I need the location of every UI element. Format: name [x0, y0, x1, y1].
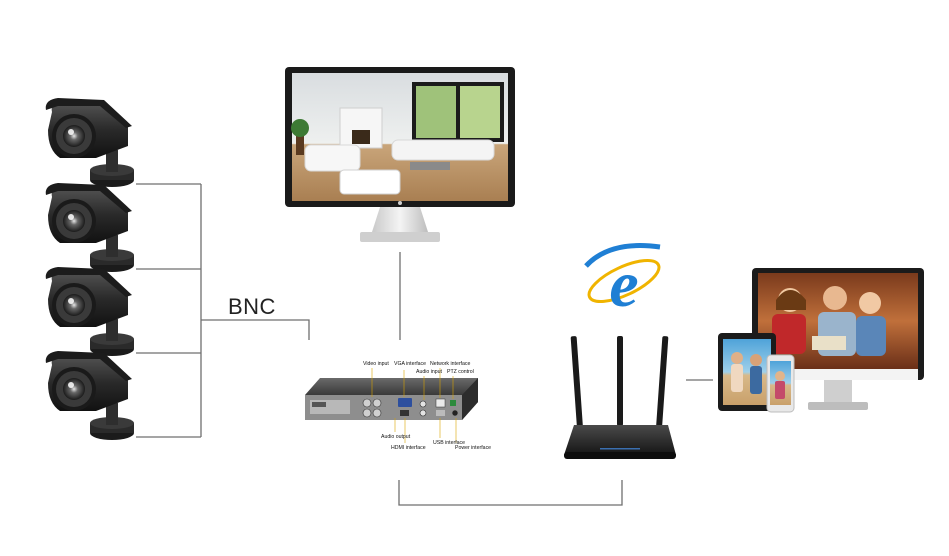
router-antenna-left: [571, 336, 583, 428]
dvr-hdmi-port: [400, 410, 409, 416]
svg-text:e: e: [609, 248, 638, 321]
bnc-label: BNC: [228, 294, 276, 320]
callout-ptz-control: PTZ control: [447, 369, 474, 375]
callout-hdmi-interface: HDMI interface: [391, 445, 426, 451]
dvr-usb-port: [436, 410, 445, 416]
security-camera-2: [46, 183, 134, 272]
dvr-power-port: [452, 410, 458, 416]
tablet-screen-photo: [723, 339, 771, 405]
callout-audio-output: Audio output: [381, 434, 411, 440]
security-camera-3: [46, 267, 134, 356]
monitor: [285, 67, 515, 242]
security-camera-4: [46, 351, 134, 440]
internet-explorer-icon: e: [584, 246, 665, 321]
callout-vga-interface: VGA interface: [394, 361, 426, 367]
smartphone: [767, 355, 794, 412]
dvr-network-port: [436, 399, 445, 407]
dvr-to-router-line: [399, 480, 622, 505]
callout-audio-input: Audio input: [416, 369, 443, 375]
wifi-router: [564, 336, 676, 459]
callout-power-interface: Power interface: [455, 445, 491, 451]
router-antenna-right: [656, 336, 668, 428]
router-antenna-middle: [617, 336, 623, 426]
dvr-recorder: Video input VGA interface Network interf…: [305, 361, 491, 451]
dvr-vga-port: [398, 398, 412, 407]
bnc-to-dvr-line: [201, 320, 309, 340]
security-camera-1: [46, 98, 134, 187]
callout-video-input: Video input: [363, 361, 389, 367]
callout-network-interface: Network interface: [430, 361, 470, 367]
